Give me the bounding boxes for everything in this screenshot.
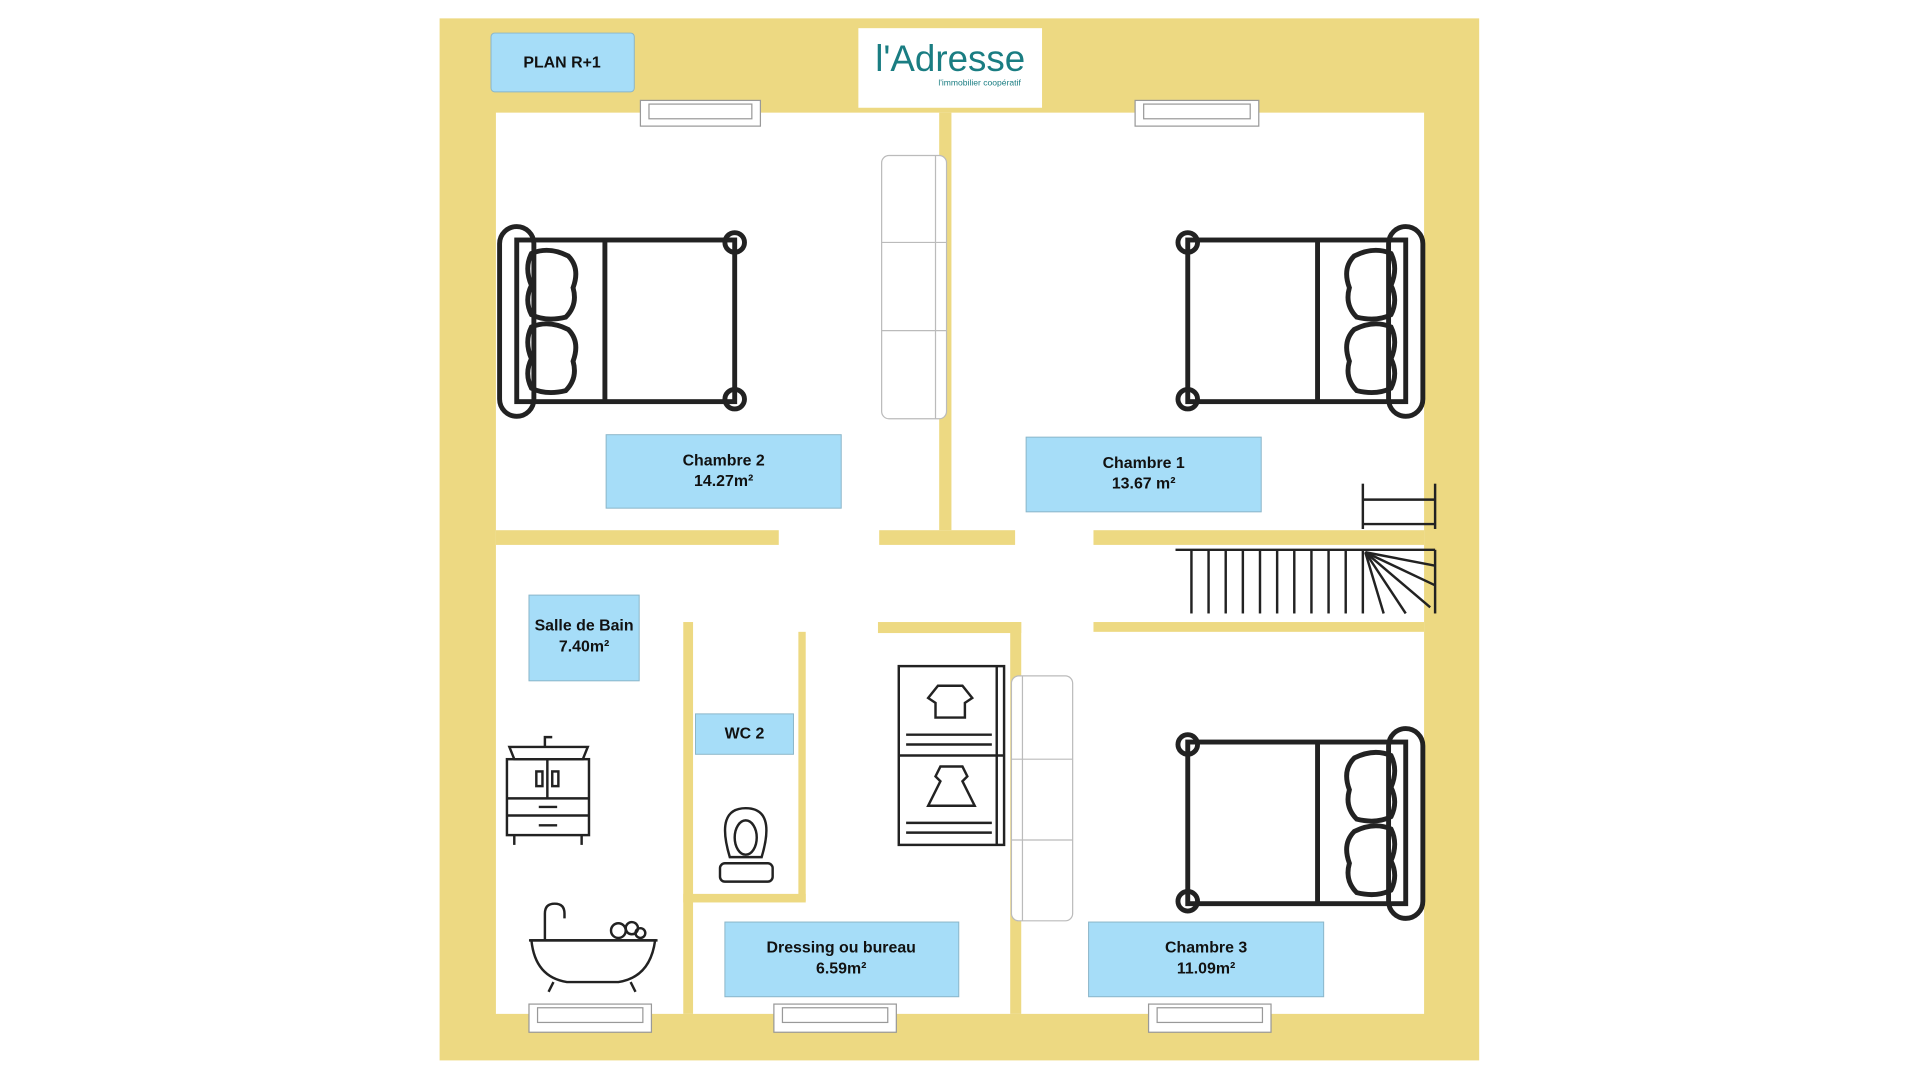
logo: l'Adresse l'immobilier coopératif [858,28,1043,108]
closet-chambre-2 [881,154,948,420]
svg-text:Chambre 2: Chambre 2 [683,452,765,469]
svg-text:13.67 m²: 13.67 m² [1112,476,1176,493]
room-label-chambre-1: Chambre 1 13.67 m² [1025,436,1262,513]
closet-chambre-3 [1010,675,1074,922]
room-label-dressing: Dressing ou bureau 6.59m² [724,921,960,998]
svg-text:14.27m²: 14.27m² [694,473,753,490]
svg-text:Chambre 1: Chambre 1 [1103,455,1185,472]
windows [528,99,1272,1033]
svg-text:PLAN R+1: PLAN R+1 [523,54,600,71]
toilet-icon [718,806,774,883]
room-label-wc-2: WC 2 [695,713,794,755]
room-label-salle-de-bain: Salle de Bain 7.40m² [528,594,640,682]
svg-text:l'immobilier coopératif: l'immobilier coopératif [938,78,1021,88]
svg-text:11.09m²: 11.09m² [1177,960,1235,977]
staircase [1175,483,1437,615]
bathtub-icon [528,902,658,993]
room-label-chambre-3: Chambre 3 11.09m² [1088,921,1325,998]
interior-floor [495,112,1425,1014]
svg-text:7.40m²: 7.40m² [559,638,609,655]
svg-text:Dressing ou bureau: Dressing ou bureau [767,940,916,957]
wardrobe-icon [897,664,1006,847]
room-label-chambre-2: Chambre 2 14.27m² [605,434,842,509]
plan-title-label: PLAN R+1 [490,32,635,93]
svg-text:l'Adresse: l'Adresse [875,38,1025,79]
vanity-icon [505,735,591,845]
svg-text:6.59m²: 6.59m² [816,960,866,977]
svg-text:Salle de Bain: Salle de Bain [535,618,634,635]
svg-text:WC 2: WC 2 [725,725,765,742]
svg-text:Chambre 3: Chambre 3 [1165,940,1247,957]
